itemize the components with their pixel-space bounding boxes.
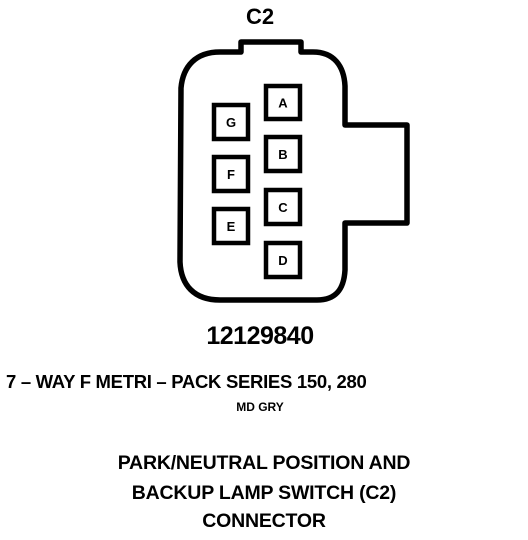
pin-B-label: B <box>278 147 287 162</box>
pin-A: A <box>263 83 303 122</box>
diagram-title-line-1: PARK/NEUTRAL POSITION AND <box>117 452 411 474</box>
diagram-title-line-2: BACKUP LAMP SWITCH (C2) <box>131 482 397 504</box>
connector-series-description: 7 – WAY F METRI – PACK SERIES 150, 280 <box>6 371 367 392</box>
pin-F-label: F <box>227 167 235 182</box>
pin-C: C <box>263 187 303 227</box>
pin-E-label: E <box>227 219 236 234</box>
pin-B: B <box>263 134 303 174</box>
pin-A-label: A <box>278 96 288 111</box>
pin-G-label: G <box>226 115 236 130</box>
connector-face-diagram: A B C D E F G <box>177 39 410 303</box>
pin-C-label: C <box>278 200 288 215</box>
diagram-title-line-3: CONNECTOR <box>202 510 326 532</box>
pin-D: D <box>263 240 303 280</box>
pin-G: G <box>211 102 251 142</box>
connector-color: MD GRY <box>236 400 284 414</box>
connector-cavity-label: C2 <box>245 4 275 29</box>
part-number: 12129840 <box>206 322 314 350</box>
connector-housing-outline <box>177 39 410 303</box>
pin-F: F <box>211 154 251 194</box>
pin-D-label: D <box>278 253 287 268</box>
pin-E: E <box>211 206 251 246</box>
